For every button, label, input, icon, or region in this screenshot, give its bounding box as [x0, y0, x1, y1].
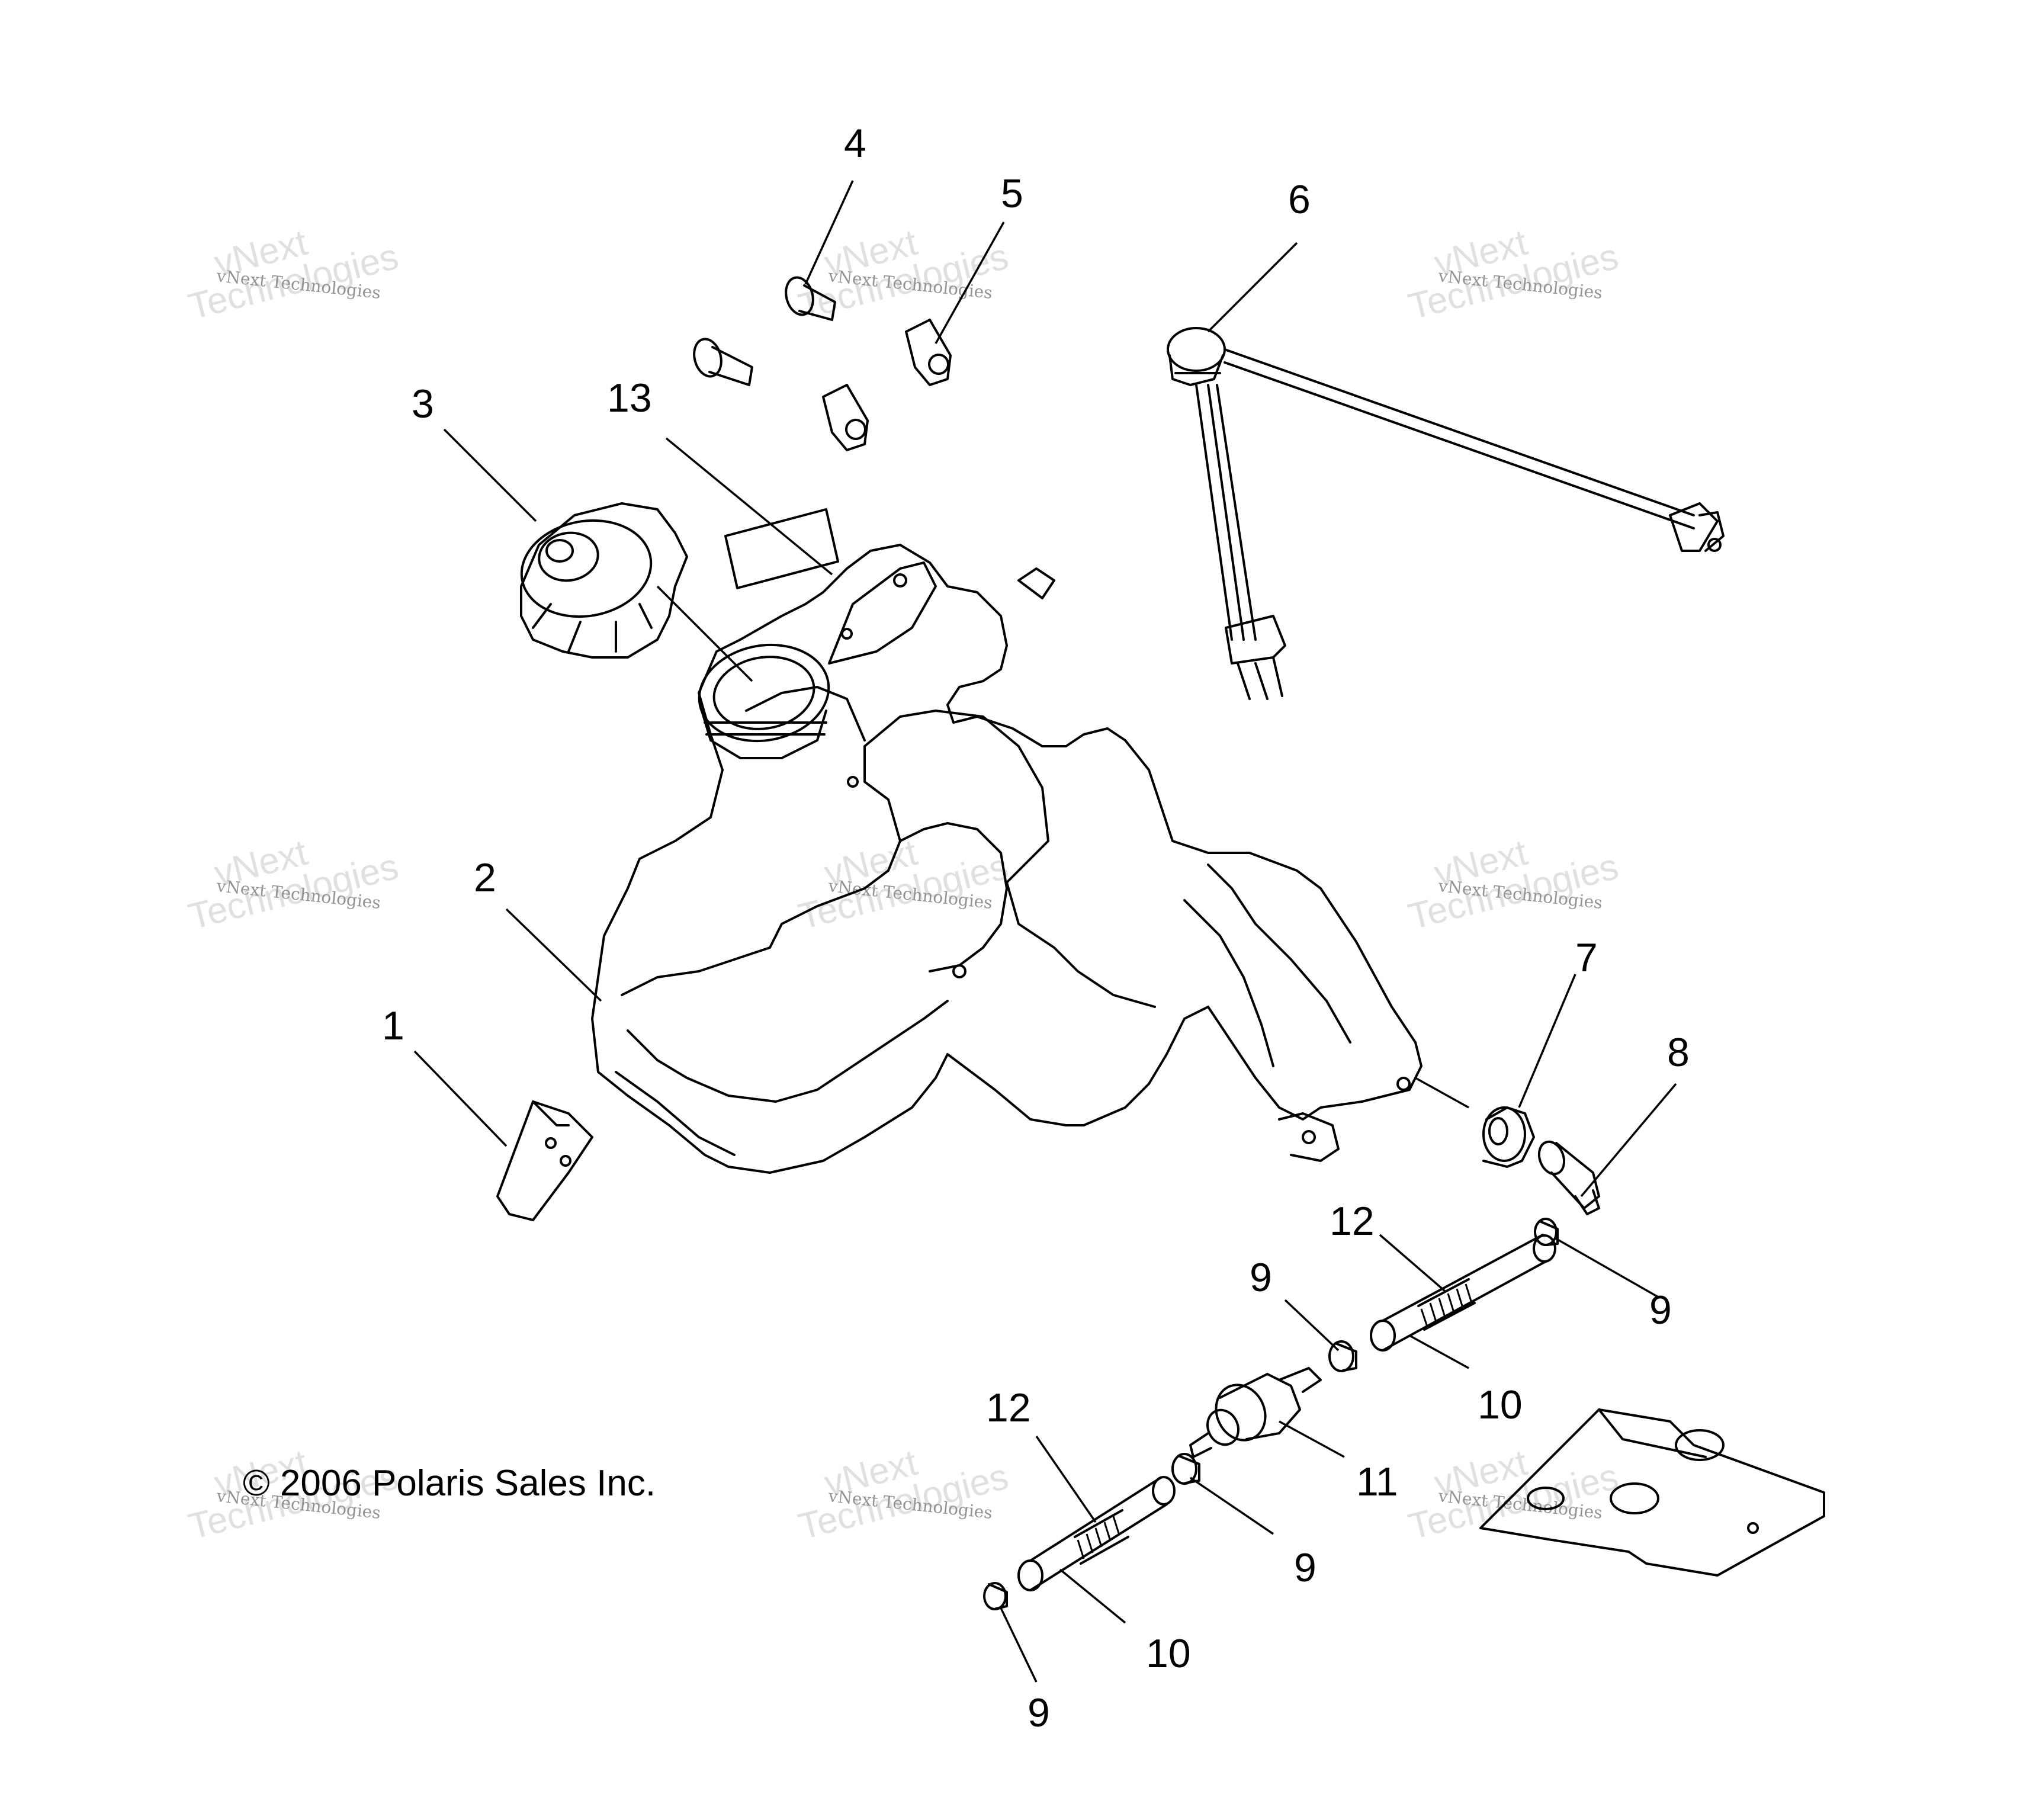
- leader-3b: [656, 585, 753, 682]
- elbow-fitting-part-8: [1537, 1140, 1600, 1215]
- grommet-part-7: [1482, 1106, 1535, 1168]
- watermark-mid-left: vNext Technologies: [185, 832, 403, 938]
- callout-12-a: 12: [1330, 1199, 1375, 1244]
- clip-nut-part-5: [822, 319, 952, 451]
- leader-10b: [1059, 1568, 1126, 1624]
- leader-4: [804, 180, 854, 285]
- leader-9a: [1554, 1237, 1659, 1298]
- callout-9-c: 9: [1294, 1545, 1316, 1590]
- callout-11: 11: [1356, 1459, 1398, 1504]
- bracket-part-1: [496, 1100, 593, 1221]
- fuel-filter-part-11: [1189, 1367, 1322, 1458]
- decal-part-13: [724, 508, 839, 589]
- callout-9-d: 9: [1027, 1690, 1050, 1735]
- callout-9-a: 9: [1250, 1255, 1272, 1300]
- leader-12a: [1379, 1234, 1446, 1292]
- callout-10-a: 10: [1478, 1382, 1523, 1427]
- leader-7b: [1415, 1077, 1469, 1109]
- fuel-cap-part-3: [520, 502, 688, 659]
- rivet-part-4: [693, 276, 836, 386]
- watermark-top-center: vNext Technologies: [795, 222, 1013, 328]
- callout-13: 13: [607, 375, 652, 421]
- fuel-tank-body: [591, 544, 1422, 1174]
- callout-4: 4: [844, 121, 866, 166]
- callout-3: 3: [412, 381, 434, 426]
- callout-1: 1: [382, 1003, 404, 1048]
- watermarks: vNext Technologies vNext Technologies vN…: [185, 222, 1623, 1548]
- watermark-top-left: vNext Technologies: [185, 222, 403, 328]
- leader-8: [1580, 1083, 1677, 1198]
- hose-clamp-part-9-b: [1328, 1340, 1357, 1372]
- leader-9c: [1190, 1476, 1274, 1535]
- callout-numbers: 1 2 3 4 5 6 7 8 9 9 9 9 10 10 11 12 12 1…: [382, 121, 1690, 1735]
- leader-9b: [1284, 1299, 1340, 1352]
- callout-12-b: 12: [986, 1385, 1031, 1430]
- callout-9-b: 9: [1649, 1288, 1672, 1333]
- watermark-top-right: vNext Technologies: [1405, 222, 1623, 328]
- callout-5: 5: [1001, 171, 1023, 216]
- leader-5: [935, 222, 1005, 344]
- watermark-bottom-center: vNext Technologies: [795, 1442, 1013, 1548]
- leader-12b: [1035, 1436, 1097, 1523]
- leader-13: [665, 437, 833, 576]
- mounting-plate: [1479, 1408, 1825, 1577]
- fuel-sender-part-6: [1167, 327, 1725, 700]
- hose-clamp-part-9-a: [1534, 1218, 1559, 1246]
- copyright-text: © 2006 Polaris Sales Inc.: [243, 1463, 656, 1504]
- leader-3: [443, 428, 537, 522]
- leader-9d: [1000, 1607, 1038, 1683]
- fuel-hose-part-10-lower: [1017, 1476, 1176, 1591]
- leader-lines: [413, 180, 1677, 1683]
- hose-clamp-part-9-c: [1171, 1453, 1200, 1485]
- leader-10a: [1409, 1334, 1469, 1369]
- callout-2: 2: [474, 855, 496, 900]
- callout-8: 8: [1667, 1030, 1690, 1075]
- leader-7: [1518, 974, 1576, 1108]
- watermark-mid-right: vNext Technologies: [1405, 832, 1623, 938]
- callout-7: 7: [1575, 935, 1598, 980]
- spring-guard-part-12-lower: [1074, 1509, 1129, 1565]
- spring-guard-part-12-upper: [1417, 1278, 1476, 1331]
- leader-2: [505, 908, 602, 1002]
- callout-6: 6: [1288, 177, 1311, 222]
- leader-1: [413, 1050, 508, 1147]
- leader-11: [1279, 1420, 1345, 1458]
- hose-clamp-part-9-d: [983, 1582, 1008, 1610]
- callout-10-b: 10: [1146, 1631, 1191, 1676]
- watermark-bottom-right: vNext Technologies: [1405, 1442, 1623, 1548]
- leader-6: [1207, 242, 1298, 333]
